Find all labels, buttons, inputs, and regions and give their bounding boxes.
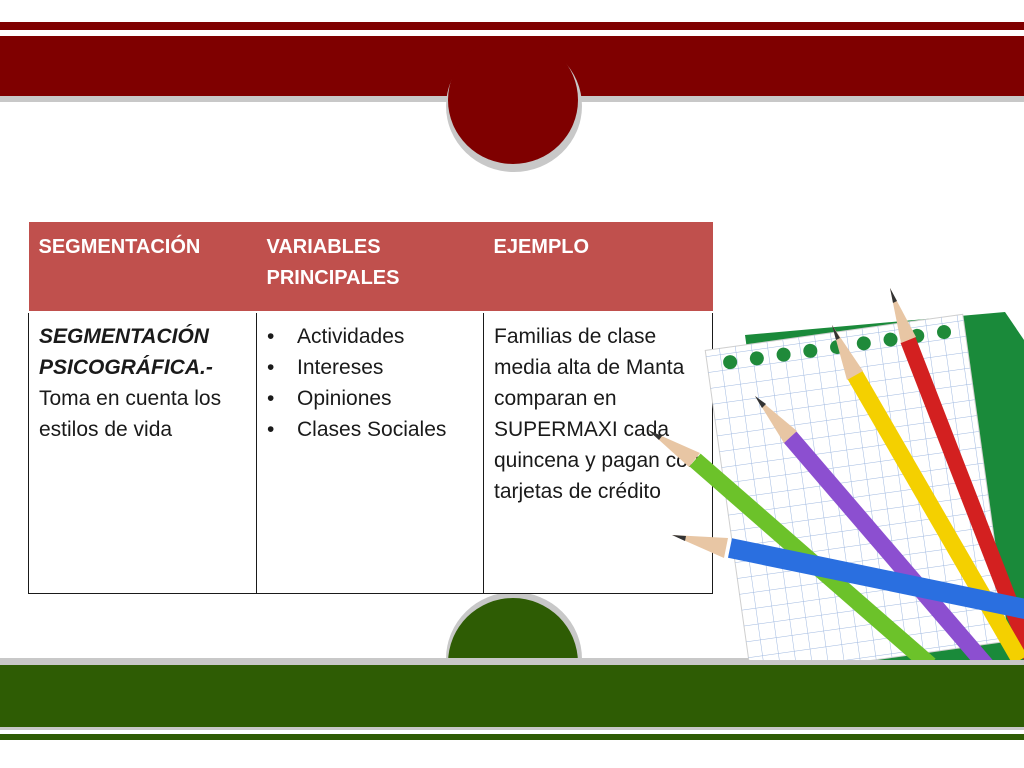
notebook-pencils-illustration: [648, 288, 1024, 660]
segmentation-cell: SEGMENTACIÓN PSICOGRÁFICA.- Toma en cuen…: [28, 311, 257, 594]
blue-pencil: [672, 535, 1024, 619]
notebook-holes: [723, 325, 952, 370]
bottom-thin-stripe: [0, 734, 1024, 740]
header-variables-principales: VARIABLES PRINCIPALES: [256, 222, 484, 313]
red-pencil: [890, 288, 1024, 660]
yellow-pencil: [832, 325, 1024, 660]
variable-item-actividades: Actividades: [267, 321, 473, 352]
header-ejemplo: EJEMPLO: [483, 222, 713, 313]
bottom-banner: [0, 665, 1024, 727]
top-tab: [448, 36, 578, 164]
segmentation-title: SEGMENTACIÓN PSICOGRÁFICA.-: [39, 325, 213, 379]
variable-item-clases-sociales: Clases Sociales: [267, 414, 473, 445]
variables-list: Actividades Intereses Opiniones Clases S…: [267, 321, 473, 445]
variable-item-intereses: Intereses: [267, 352, 473, 383]
header-segmentacion: SEGMENTACIÓN: [28, 222, 257, 313]
segmentation-table: SEGMENTACIÓN VARIABLES PRINCIPALES EJEMP…: [28, 222, 713, 594]
table-header-row: SEGMENTACIÓN VARIABLES PRINCIPALES EJEMP…: [28, 222, 713, 313]
table-row: SEGMENTACIÓN PSICOGRÁFICA.- Toma en cuen…: [28, 311, 713, 594]
purple-pencil: [755, 396, 993, 660]
segmentation-description: Toma en cuenta los estilos de vida: [39, 387, 222, 441]
variable-item-opiniones: Opiniones: [267, 383, 473, 414]
top-thin-stripe: [0, 22, 1024, 30]
variables-cell: Actividades Intereses Opiniones Clases S…: [256, 311, 484, 594]
example-cell: Familias de clase media alta de Manta co…: [483, 311, 713, 594]
